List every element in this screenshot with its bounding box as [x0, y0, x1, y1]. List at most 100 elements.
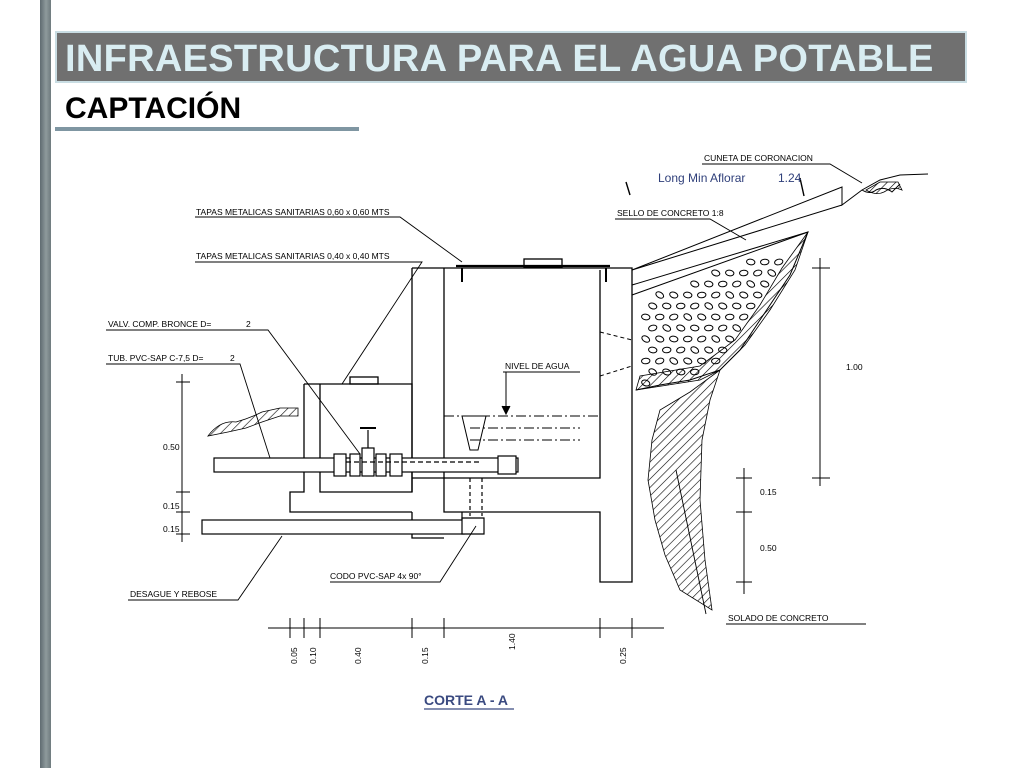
gravel-stone	[725, 335, 735, 343]
gravel-stone	[725, 269, 735, 277]
gravel-stone	[648, 346, 658, 354]
gravel-stone	[683, 357, 693, 365]
dim-right-100: 1.00	[846, 362, 863, 372]
gravel-stone	[676, 346, 686, 354]
gravel-stone	[697, 313, 707, 321]
gravel-stone	[641, 335, 651, 343]
gravel-stone	[683, 335, 693, 343]
gravel-stone	[704, 280, 714, 288]
leader-lines	[106, 163, 866, 625]
left-accent-bar	[40, 0, 51, 768]
dim-left-015b: 0.15	[163, 524, 180, 534]
rock-hatch-upper	[635, 231, 809, 391]
section-caption: CORTE A - A	[424, 692, 508, 708]
gravel-stone	[648, 324, 658, 332]
label-cuneta: CUNETA DE CORONACION	[704, 153, 813, 163]
gravel-stone	[662, 346, 672, 354]
water-level-lines	[444, 331, 633, 451]
label-tub: TUB. PVC-SAP C-7,5 D=	[108, 353, 204, 363]
dim-bottom-025: 0.25	[618, 647, 628, 664]
gravel-stone	[746, 302, 756, 310]
gravel-stone	[732, 302, 742, 310]
gravel-stone	[711, 335, 721, 343]
gravel-stone	[683, 313, 693, 321]
label-sello: SELLO DE CONCRETO 1:8	[617, 208, 724, 218]
gravel-stone	[669, 291, 679, 299]
gravel-stone	[669, 335, 679, 343]
gravel-stone	[704, 324, 714, 332]
dim-bottom-010: 0.10	[308, 647, 318, 664]
dim-bottom-015: 0.15	[420, 647, 430, 664]
gravel-stone	[690, 346, 700, 354]
rock-hatch-top-right	[865, 181, 903, 194]
dim-right-015: 0.15	[760, 487, 777, 497]
gravel-stone	[718, 324, 728, 332]
gravel-stone	[704, 346, 714, 354]
gravel-stone	[746, 258, 756, 266]
rock-hatch-lower	[647, 368, 721, 611]
gravel-stone	[739, 291, 749, 299]
gravel-stone	[690, 280, 700, 288]
gravel-stone	[662, 324, 672, 332]
gravel-stone	[718, 280, 728, 288]
title-banner: INFRAESTRUCTURA PARA EL AGUA POTABLE	[55, 31, 967, 83]
gravel-stone	[676, 302, 686, 310]
label-solado: SOLADO DE CONCRETO	[728, 613, 829, 623]
gravel-stone	[753, 269, 763, 277]
label-long-min: Long Min Aflorar	[658, 171, 745, 185]
gravel-stone	[655, 313, 665, 321]
label-tapas-040: TAPAS METALICAS SANITARIAS 0,40 x 0,40 M…	[196, 251, 390, 261]
gravel-stone	[690, 324, 700, 332]
gravel-stone	[690, 302, 700, 310]
gravel-stone	[753, 291, 763, 299]
label-desague: DESAGUE Y REBOSE	[130, 589, 217, 599]
label-tub-d: 2	[230, 353, 235, 363]
gravel-stone	[711, 313, 721, 321]
gravel-stone	[655, 291, 665, 299]
page-title: INFRAESTRUCTURA PARA EL AGUA POTABLE	[65, 38, 934, 80]
gravel-stone	[676, 324, 686, 332]
gravel-stone	[725, 291, 735, 299]
dim-bottom-140: 1.40	[507, 633, 517, 650]
dim-left-050: 0.50	[163, 442, 180, 452]
gravel-stone	[641, 313, 651, 321]
gravel-stone	[655, 335, 665, 343]
gravel-stone	[655, 357, 665, 365]
label-tapas-060: TAPAS METALICAS SANITARIAS 0,60 x 0,60 M…	[196, 207, 390, 217]
subtitle-underline	[55, 127, 359, 131]
gravel-stone	[760, 280, 770, 288]
label-valv-d: 2	[246, 319, 251, 329]
left-ground-hatch	[207, 407, 299, 437]
gravel-stone	[739, 313, 749, 321]
gravel-stone	[662, 302, 672, 310]
gravel-stone	[648, 302, 658, 310]
label-nivel: NIVEL DE AGUA	[505, 361, 570, 371]
gravel-stone	[711, 269, 721, 277]
bronze-valve	[333, 427, 480, 477]
dimension-lines	[176, 258, 830, 638]
gravel-stone	[697, 291, 707, 299]
dim-bottom-040: 0.40	[353, 647, 363, 664]
gravel-stone	[739, 269, 749, 277]
gravel-stone	[774, 258, 784, 266]
label-long-min-value: 1.24	[778, 171, 802, 185]
gravel-stone	[732, 280, 742, 288]
gravel-stone	[683, 291, 693, 299]
dim-right-050: 0.50	[760, 543, 777, 553]
structure-outline	[289, 258, 633, 583]
gravel-stone	[697, 335, 707, 343]
label-codo: CODO PVC-SAP 4x 90°	[330, 571, 422, 581]
gravel-stone	[718, 302, 728, 310]
gravel-stone	[760, 258, 770, 266]
gravel-stone	[732, 324, 742, 332]
gravel-stone	[669, 357, 679, 365]
gravel-stone	[746, 280, 756, 288]
gravel-stone	[725, 313, 735, 321]
gravel-stone	[669, 313, 679, 321]
dim-left-015a: 0.15	[163, 501, 180, 511]
gravel-stone	[711, 291, 721, 299]
label-valv: VALV. COMP. BRONCE D=	[108, 319, 211, 329]
page-subtitle: CAPTACIÓN	[65, 92, 242, 125]
gravel-stone	[767, 269, 777, 277]
